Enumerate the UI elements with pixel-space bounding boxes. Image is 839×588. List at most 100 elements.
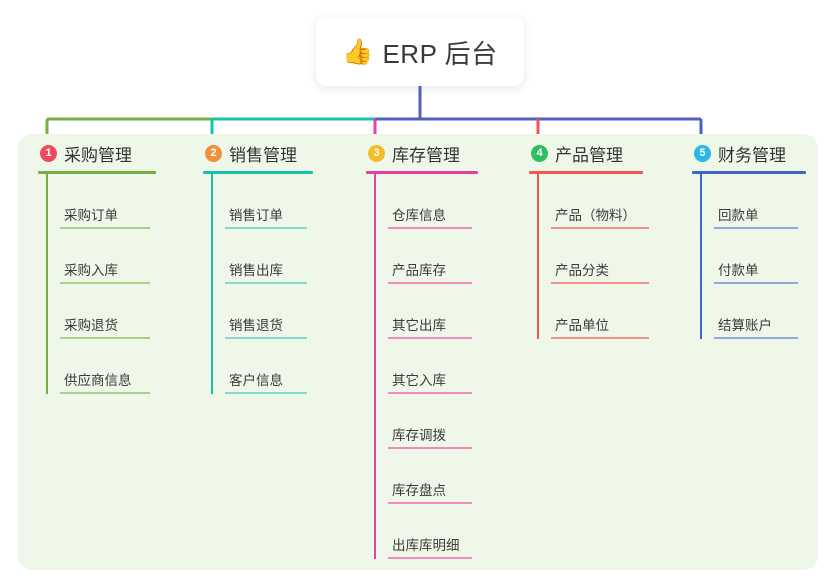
branch-column-2: 2 销售管理销售订单销售出库销售退货客户信息 <box>203 140 315 394</box>
leaf-label: 其它入库 <box>392 373 446 388</box>
leaf-item[interactable]: 产品单位 <box>551 284 649 339</box>
branch-column-5: 5 财务管理回款单付款单结算账户 <box>692 140 808 339</box>
leaf-label: 出库库明细 <box>392 538 460 553</box>
leaf-item[interactable]: 结算账户 <box>714 284 808 339</box>
leaf-underline <box>60 337 150 339</box>
leaf-underline <box>388 227 472 229</box>
branch-badge-5: 5 <box>694 144 711 162</box>
leaf-list-1: 采购订单采购入库采购退货供应商信息 <box>38 174 158 394</box>
leaf-underline <box>551 227 649 229</box>
leaf-list-2: 销售订单销售出库销售退货客户信息 <box>203 174 315 394</box>
leaf-item[interactable]: 销售出库 <box>225 229 315 284</box>
branch-header-5[interactable]: 5 财务管理 <box>692 140 808 166</box>
leaf-underline <box>388 282 472 284</box>
leaf-item[interactable]: 销售退货 <box>225 284 315 339</box>
leaf-label: 产品分类 <box>555 263 609 278</box>
leaf-label: 销售订单 <box>229 208 283 223</box>
branch-column-1: 1 采购管理采购订单采购入库采购退货供应商信息 <box>38 140 158 394</box>
branch-title-4: 产品管理 <box>555 145 623 165</box>
leaf-underline <box>60 227 150 229</box>
branch-title-5: 财务管理 <box>718 145 786 165</box>
leaf-item[interactable]: 客户信息 <box>225 339 315 394</box>
leaf-underline <box>388 337 472 339</box>
branch-title-2: 销售管理 <box>229 145 297 165</box>
leaf-underline <box>388 502 472 504</box>
branch-badge-4: 4 <box>531 144 548 162</box>
leaf-underline <box>60 392 150 394</box>
leaf-spine-3 <box>374 174 376 559</box>
leaf-item[interactable]: 仓库信息 <box>388 174 478 229</box>
leaf-underline <box>388 392 472 394</box>
leaf-spine-1 <box>46 174 48 394</box>
leaf-list-3: 仓库信息产品库存其它出库其它入库库存调拨库存盘点出库库明细 <box>366 174 478 559</box>
leaf-item[interactable]: 采购入库 <box>60 229 158 284</box>
branch-underline-1 <box>38 171 156 174</box>
leaf-label: 结算账户 <box>718 318 772 333</box>
leaf-label: 采购订单 <box>64 208 118 223</box>
branch-title-3: 库存管理 <box>392 145 460 165</box>
leaf-label: 产品（物料） <box>555 208 636 223</box>
leaf-item[interactable]: 其它出库 <box>388 284 478 339</box>
leaf-underline <box>551 282 649 284</box>
leaf-underline <box>551 337 649 339</box>
leaf-item[interactable]: 产品库存 <box>388 229 478 284</box>
leaf-list-5: 回款单付款单结算账户 <box>692 174 808 339</box>
branch-column-3: 3 库存管理仓库信息产品库存其它出库其它入库库存调拨库存盘点出库库明细 <box>366 140 478 559</box>
leaf-item[interactable]: 出库库明细 <box>388 504 478 559</box>
branch-badge-3: 3 <box>368 144 385 162</box>
leaf-item[interactable]: 采购退货 <box>60 284 158 339</box>
branch-underline-4 <box>529 171 643 174</box>
leaf-label: 采购入库 <box>64 263 118 278</box>
leaf-label: 库存盘点 <box>392 483 446 498</box>
leaf-underline <box>225 282 307 284</box>
leaf-underline <box>714 337 798 339</box>
leaf-item[interactable]: 采购订单 <box>60 174 158 229</box>
leaf-item[interactable]: 供应商信息 <box>60 339 158 394</box>
leaf-item[interactable]: 库存调拨 <box>388 394 478 449</box>
leaf-item[interactable]: 其它入库 <box>388 339 478 394</box>
leaf-label: 回款单 <box>718 208 759 223</box>
leaf-item[interactable]: 回款单 <box>714 174 808 229</box>
leaf-underline <box>714 227 798 229</box>
branch-header-3[interactable]: 3 库存管理 <box>366 140 478 166</box>
leaf-underline <box>714 282 798 284</box>
branch-title-1: 采购管理 <box>64 145 132 165</box>
leaf-underline <box>388 557 472 559</box>
leaf-label: 付款单 <box>718 263 759 278</box>
branch-header-2[interactable]: 2 销售管理 <box>203 140 315 166</box>
leaf-item[interactable]: 库存盘点 <box>388 449 478 504</box>
branch-underline-3 <box>366 171 478 174</box>
leaf-label: 客户信息 <box>229 373 283 388</box>
leaf-item[interactable]: 产品分类 <box>551 229 649 284</box>
leaf-list-4: 产品（物料） 产品分类产品单位 <box>529 174 649 339</box>
leaf-spine-2 <box>211 174 213 394</box>
thumbs-up-icon: 👍 <box>342 37 374 66</box>
leaf-label: 其它出库 <box>392 318 446 333</box>
leaf-underline <box>388 447 472 449</box>
leaf-spine-4 <box>537 174 539 339</box>
leaf-underline <box>225 337 307 339</box>
leaf-label: 产品单位 <box>555 318 609 333</box>
branch-badge-2: 2 <box>205 144 222 162</box>
branch-header-1[interactable]: 1 采购管理 <box>38 140 158 166</box>
leaf-label: 仓库信息 <box>392 208 446 223</box>
branch-header-4[interactable]: 4 产品管理 <box>529 140 645 166</box>
leaf-item[interactable]: 销售订单 <box>225 174 315 229</box>
branches-panel <box>18 134 818 570</box>
branch-underline-5 <box>692 171 806 174</box>
leaf-item[interactable]: 产品（物料） <box>551 174 649 229</box>
leaf-underline <box>225 392 307 394</box>
root-node[interactable]: 👍 ERP 后台 <box>316 18 524 86</box>
leaf-label: 库存调拨 <box>392 428 446 443</box>
leaf-label: 产品库存 <box>392 263 446 278</box>
leaf-item[interactable]: 付款单 <box>714 229 808 284</box>
leaf-underline <box>225 227 307 229</box>
leaf-spine-5 <box>700 174 702 339</box>
branch-column-4: 4 产品管理产品（物料） 产品分类产品单位 <box>529 140 649 339</box>
leaf-label: 采购退货 <box>64 318 118 333</box>
leaf-label: 供应商信息 <box>64 373 132 388</box>
branch-badge-1: 1 <box>40 144 57 162</box>
leaf-label: 销售出库 <box>229 263 283 278</box>
leaf-underline <box>60 282 150 284</box>
